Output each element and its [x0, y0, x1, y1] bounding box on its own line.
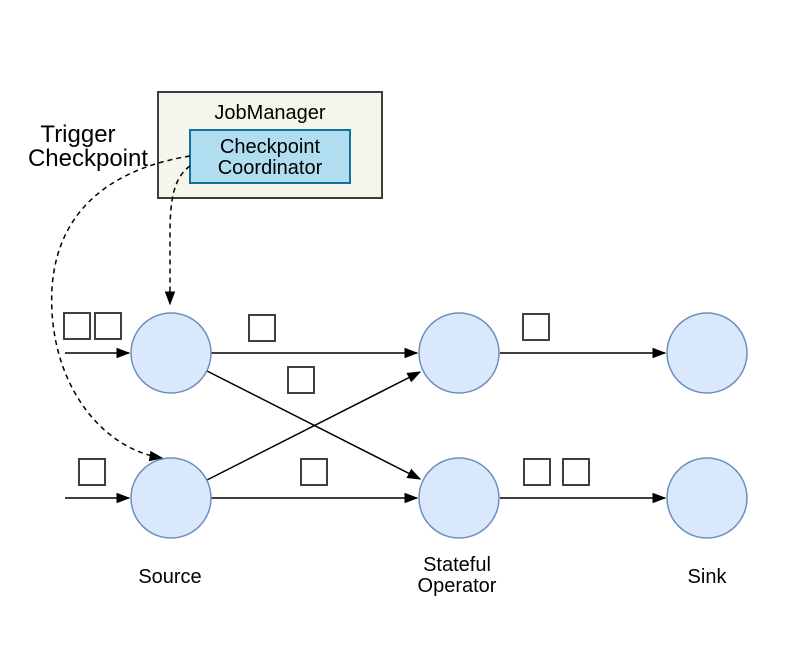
checkpoint-barrier-icon [63, 312, 91, 340]
sink-node-1 [666, 312, 748, 394]
edge-source1-to-stateful2 [206, 370, 420, 480]
source-node-1 [130, 312, 212, 394]
checkpoint-coordinator-label-line1: Checkpoint [220, 136, 321, 158]
checkpoint-barrier-icon [248, 314, 276, 342]
checkpoint-barrier-icon [287, 366, 315, 394]
trigger-checkpoint-label-line1: Trigger [40, 121, 115, 148]
checkpoint-coordinator-label-line2: Coordinator [218, 157, 323, 179]
trigger-arrow-to-source-1 [170, 165, 191, 304]
stateful-operator-label-line2: Operator [418, 575, 497, 597]
checkpoint-coordinator-box [189, 129, 351, 184]
source-label: Source [138, 566, 201, 588]
checkpoint-barrier-icon [522, 313, 550, 341]
source-node-2 [130, 457, 212, 539]
trigger-arrow-to-source-2 [50, 155, 191, 458]
edge-source2-to-stateful1 [206, 371, 420, 481]
checkpoint-barrier-icon [562, 458, 590, 486]
sink-node-2 [666, 457, 748, 539]
sink-label: Sink [688, 566, 728, 588]
checkpoint-barrier-icon [94, 312, 122, 340]
stateful-operator-label-line1: Stateful [423, 554, 491, 576]
stateful-operator-node-2 [418, 457, 500, 539]
stateful-operator-node-1 [418, 312, 500, 394]
checkpoint-barrier-icon [78, 458, 106, 486]
checkpoint-barrier-icon [300, 458, 328, 486]
jobmanager-label: JobManager [214, 102, 326, 124]
trigger-checkpoint-label-line2: Checkpoint [28, 145, 148, 172]
checkpoint-barrier-icon [523, 458, 551, 486]
